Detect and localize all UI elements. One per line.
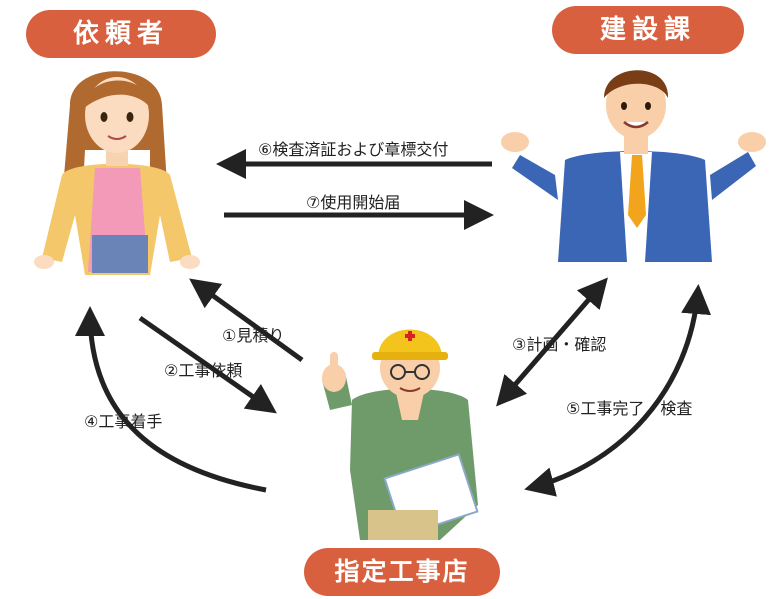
arrow-step1 <box>189 278 304 363</box>
building-dept-illustration <box>501 70 766 262</box>
requester-pill: 依頼者 <box>26 10 216 58</box>
flow-label-step6: ⑥検査済証および章標交付 <box>258 140 449 159</box>
flow-label-step1: ①見積り <box>222 326 285 345</box>
arrow-step2 <box>138 315 277 414</box>
arrow-step5 <box>524 284 712 497</box>
contractor-pill: 指定工事店 <box>304 548 500 596</box>
contractor-illustration <box>322 329 479 540</box>
flow-arrows <box>75 149 712 497</box>
flow-label-step4: ④工事着手 <box>84 412 163 431</box>
requester-illustration <box>34 71 200 275</box>
flow-label-step7: ⑦使用開始届 <box>306 193 401 212</box>
flow-label-step2: ②工事依頼 <box>164 361 243 380</box>
flow-label-step3: ③計画・確認 <box>512 335 607 354</box>
arrow-step4 <box>75 306 267 493</box>
building-dept-pill: 建設課 <box>552 6 744 54</box>
flow-label-step5: ⑤工事完了・検査 <box>566 399 693 418</box>
